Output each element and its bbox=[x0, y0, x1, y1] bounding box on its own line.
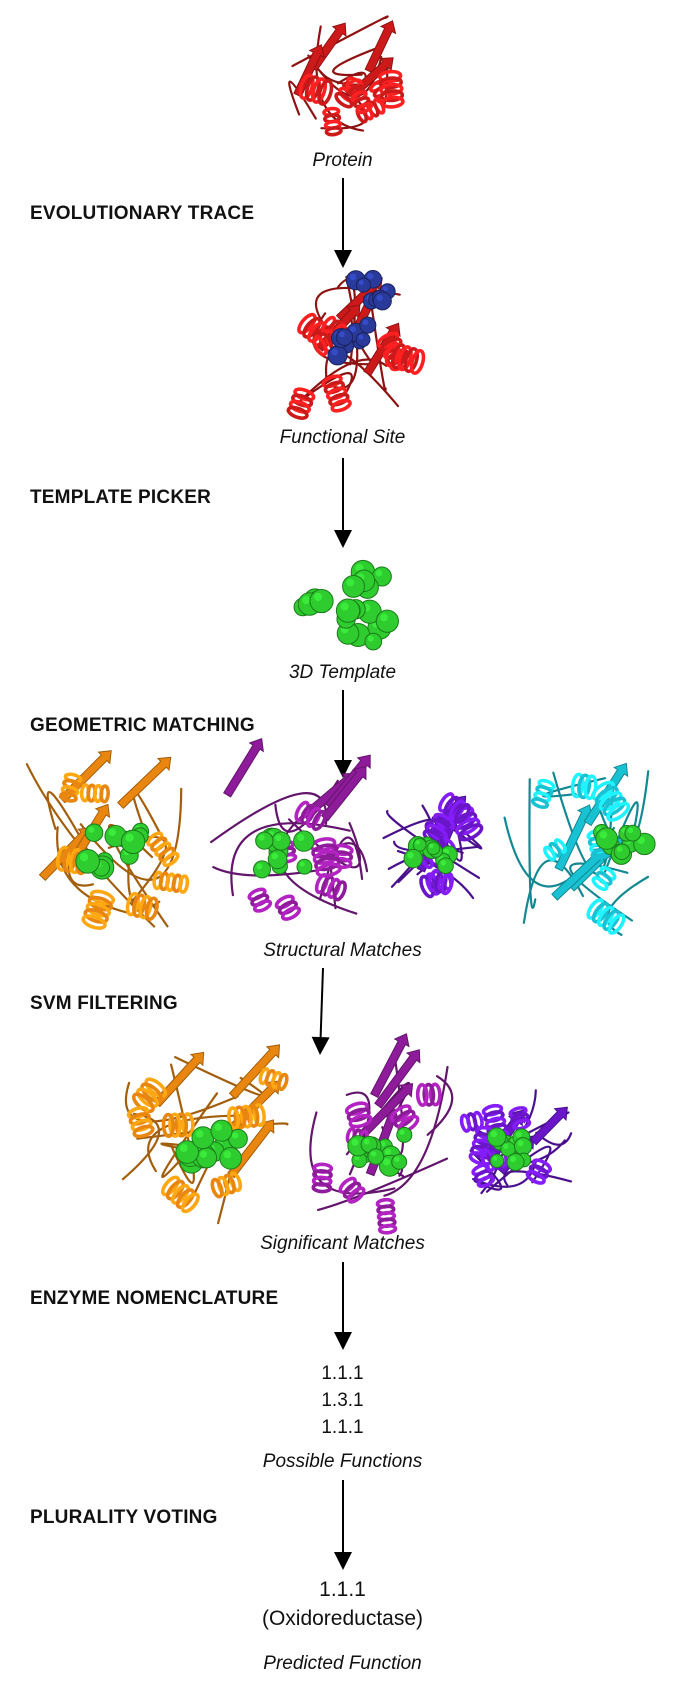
match-site-violet bbox=[403, 836, 458, 875]
step-template-picker: TEMPLATE PICKER bbox=[30, 487, 212, 508]
step-evolutionary-trace: EVOLUTIONARY TRACE bbox=[30, 203, 255, 224]
step-geometric-matching: GEOMETRIC MATCHING bbox=[30, 715, 255, 736]
arrow-evolutionary-trace bbox=[334, 178, 352, 268]
match-site-magenta bbox=[253, 827, 315, 879]
arrow-template-picker bbox=[334, 458, 352, 548]
possible-function-2: 1.3.1 bbox=[321, 1390, 364, 1411]
template-spheres-top bbox=[342, 559, 392, 599]
predicted-ec-number: 1.1.1 bbox=[319, 1578, 366, 1601]
caption-3d-template: 3D Template bbox=[288, 662, 397, 683]
match-site-cyan bbox=[593, 823, 656, 865]
significant-site-orange bbox=[175, 1119, 248, 1174]
caption-functional-site: Functional Site bbox=[279, 427, 406, 448]
step-plurality-voting: PLURALITY VOTING bbox=[30, 1507, 218, 1528]
arrow-svm-filtering bbox=[311, 967, 330, 1055]
arrow-geometric-matching bbox=[334, 690, 352, 778]
significant-site-magenta bbox=[347, 1126, 413, 1177]
caption-protein: Protein bbox=[312, 150, 373, 171]
caption-predicted-function: Predicted Function bbox=[263, 1653, 422, 1674]
significant-match-magenta bbox=[309, 1033, 454, 1235]
caption-structural-matches: Structural Matches bbox=[263, 940, 422, 961]
match-site-orange bbox=[75, 822, 150, 880]
significant-site-violet bbox=[486, 1127, 533, 1171]
possible-function-1: 1.1.1 bbox=[321, 1363, 364, 1384]
caption-significant-matches: Significant Matches bbox=[260, 1233, 425, 1254]
possible-function-3: 1.1.1 bbox=[321, 1417, 364, 1438]
step-enzyme-nomenclature: ENZYME NOMENCLATURE bbox=[30, 1288, 279, 1309]
functional-site-spheres bbox=[327, 269, 396, 366]
template-spheres-right bbox=[335, 598, 399, 651]
caption-possible-functions: Possible Functions bbox=[262, 1451, 423, 1472]
structural-match-magenta bbox=[210, 737, 371, 921]
arrow-enzyme-nomenclature bbox=[334, 1262, 352, 1350]
structural-match-orange bbox=[25, 750, 190, 930]
protein-cartoon bbox=[288, 15, 405, 137]
step-svm-filtering: SVM FILTERING bbox=[30, 993, 178, 1014]
arrow-plurality-voting bbox=[334, 1480, 352, 1570]
predicted-ec-class: (Oxidoreductase) bbox=[261, 1607, 424, 1630]
template-spheres-left bbox=[293, 588, 334, 617]
